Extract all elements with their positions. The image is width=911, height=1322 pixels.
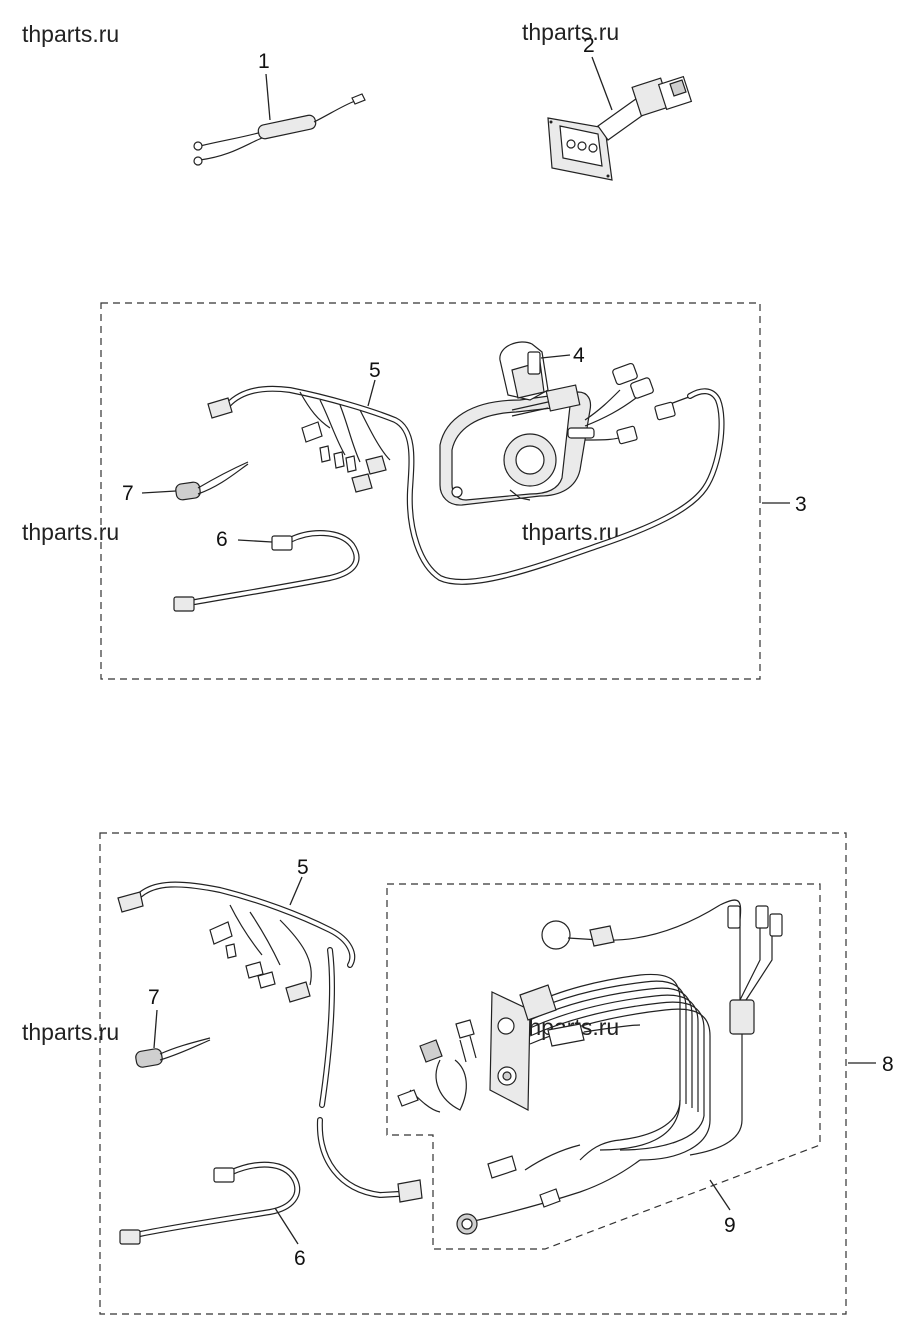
watermark-mid-left: thparts.ru xyxy=(22,519,119,545)
callout-7a: 7 xyxy=(122,482,134,505)
watermark-bottom-left: thparts.ru xyxy=(22,1019,119,1045)
leader-2 xyxy=(591,56,613,111)
callout-6b: 6 xyxy=(294,1247,306,1270)
part-5-main-harness-lower xyxy=(117,881,423,1203)
leader-6b xyxy=(274,1207,299,1245)
part-7-connector-lead-upper xyxy=(175,461,249,501)
callout-7b: 7 xyxy=(148,986,160,1009)
leader-4 xyxy=(540,354,571,359)
callout-5a: 5 xyxy=(369,359,381,382)
callout-4: 4 xyxy=(573,344,585,367)
part-9-switch-panel-harness xyxy=(397,899,783,1235)
leader-5b xyxy=(289,876,303,906)
part-1-wire-lead xyxy=(193,93,366,166)
part-5-main-harness-upper xyxy=(207,385,725,585)
leader-1 xyxy=(265,73,271,121)
group-9-frame xyxy=(386,883,821,1250)
part-4-remote-control-box xyxy=(439,341,713,506)
watermark-top-right: thparts.ru xyxy=(522,19,619,45)
part-7-connector-lead-lower xyxy=(135,1037,211,1068)
leader-7a xyxy=(141,490,177,494)
leader-9 xyxy=(709,1179,731,1211)
watermark-mid-center: thparts.ru xyxy=(522,519,619,545)
watermark-top-left: thparts.ru xyxy=(22,21,119,47)
part-6-extension-lead-lower xyxy=(119,1161,301,1245)
group-8-frame xyxy=(99,832,847,1315)
callout-8: 8 xyxy=(882,1053,894,1076)
callout-3: 3 xyxy=(795,493,807,516)
callout-9: 9 xyxy=(724,1214,736,1237)
leader-5a xyxy=(367,379,376,407)
callout-1: 1 xyxy=(258,50,270,73)
callout-5b: 5 xyxy=(297,856,309,879)
part-2-panel-switch xyxy=(547,75,693,181)
callout-2: 2 xyxy=(583,34,595,57)
group-3-frame xyxy=(100,302,761,680)
callout-6a: 6 xyxy=(216,528,228,551)
leader-7b xyxy=(153,1009,158,1049)
leader-6a xyxy=(237,539,273,543)
part-6-extension-lead-upper xyxy=(173,530,360,612)
